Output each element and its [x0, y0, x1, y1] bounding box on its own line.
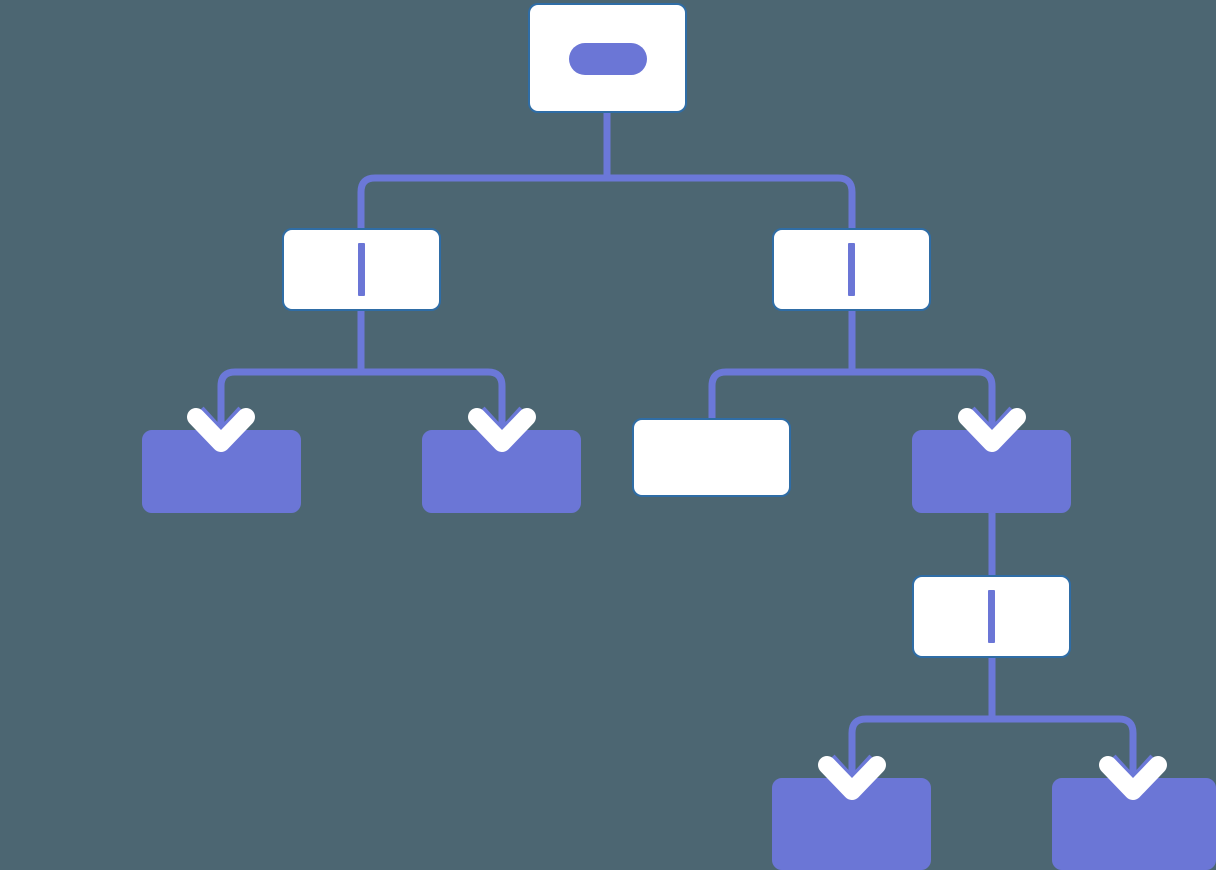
node-leaf-left-b[interactable]	[422, 430, 581, 513]
edge-root-to-branch-left	[357, 113, 611, 228]
node-sub-branch[interactable]	[912, 575, 1071, 658]
arrow-tip-leaf-deep-a	[829, 754, 875, 785]
edge-branch-left-to-leaf-left-b	[357, 311, 506, 432]
edge-branch-right-to-leaf-right-a	[708, 311, 856, 418]
node-branch-right[interactable]	[772, 228, 931, 311]
arrow-tip-leaf-deep-b	[1110, 754, 1156, 785]
edge-sub-branch-to-leaf-deep-b	[988, 658, 1137, 780]
arrow-tip-branch-right-child	[969, 406, 1015, 437]
branch-left-placeholder-bar	[358, 243, 365, 296]
root-placeholder-pill	[569, 43, 647, 75]
node-branch-left[interactable]	[282, 228, 441, 311]
node-leaf-right-a[interactable]	[632, 418, 791, 497]
edge-branch-left-to-leaf-left-a	[217, 311, 365, 432]
edge-root-to-branch-right	[603, 113, 856, 228]
node-leaf-deep-b[interactable]	[1052, 778, 1216, 870]
arrow-tip-leaf-left-b	[479, 406, 525, 437]
arrow-tip-leaf-left-a	[198, 406, 244, 437]
sub-branch-placeholder-bar	[988, 590, 995, 643]
branch-right-placeholder-bar	[848, 243, 855, 296]
edge-branch-right-to-branch-right-child	[848, 311, 996, 432]
edge-sub-branch-to-leaf-deep-a	[848, 658, 996, 780]
node-leaf-deep-a[interactable]	[772, 778, 931, 870]
node-leaf-left-a[interactable]	[142, 430, 301, 513]
node-root[interactable]	[528, 3, 687, 113]
node-branch-right-child[interactable]	[912, 430, 1071, 513]
